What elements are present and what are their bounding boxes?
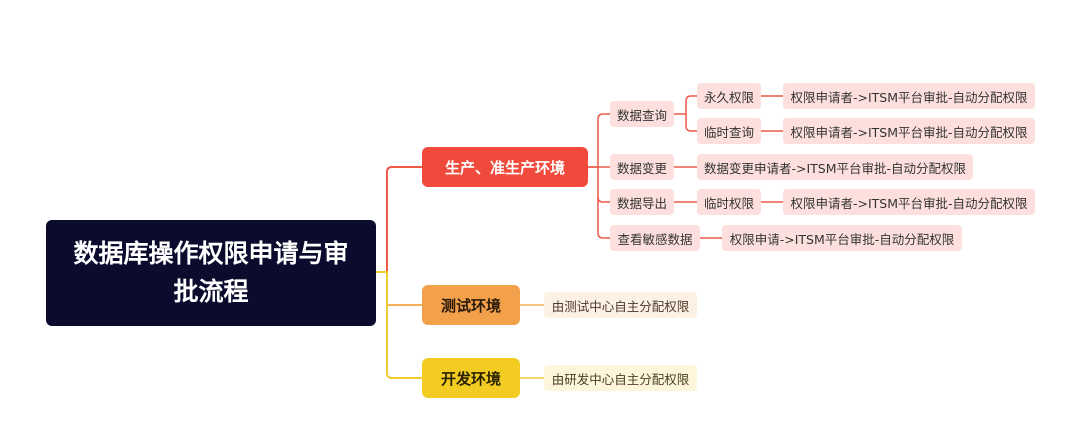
node-data-query[interactable]: 数据查询 (610, 101, 674, 127)
node-view-sensitive-label: 查看敏感数据 (617, 231, 693, 247)
node-export-process-label: 权限申请者->ITSM平台审批-自动分配权限 (790, 195, 1028, 211)
node-data-change-label: 数据变更 (617, 160, 668, 176)
node-permanent-process[interactable]: 权限申请者->ITSM平台审批-自动分配权限 (783, 83, 1035, 109)
branch-dev[interactable]: 开发环境 (422, 358, 520, 398)
node-data-export-label: 数据导出 (617, 195, 668, 211)
root-node[interactable]: 数据库操作权限申请与审批流程 (46, 220, 376, 326)
node-temporary-permission[interactable]: 临时权限 (697, 189, 761, 215)
node-dev-process[interactable]: 由研发中心自主分配权限 (544, 365, 697, 391)
node-test-process-label: 由测试中心自主分配权限 (551, 298, 690, 314)
node-temporary-query-label: 临时查询 (704, 124, 755, 140)
node-data-query-label: 数据查询 (617, 107, 668, 123)
line-query-permanent (674, 95, 697, 115)
node-sensitive-process-label: 权限申请->ITSM平台审批-自动分配权限 (729, 231, 955, 247)
node-data-change-process[interactable]: 数据变更申请者->ITSM平台审批-自动分配权限 (697, 154, 973, 180)
line-prod-sensitive (597, 197, 610, 239)
line-query-temporary (685, 114, 697, 132)
node-temporary-query-process-label: 权限申请者->ITSM平台审批-自动分配权限 (790, 124, 1028, 140)
root-title: 数据库操作权限申请与审批流程 (73, 239, 349, 306)
branch-prod-label: 生产、准生产环境 (444, 158, 565, 177)
line-root-prod (376, 166, 422, 273)
branch-dev-label: 开发环境 (440, 369, 501, 388)
node-data-change[interactable]: 数据变更 (610, 154, 674, 180)
node-temporary-query-process[interactable]: 权限申请者->ITSM平台审批-自动分配权限 (783, 118, 1035, 144)
node-dev-process-label: 由研发中心自主分配权限 (551, 371, 690, 387)
node-temporary-permission-label: 临时权限 (704, 195, 755, 211)
node-permanent-permission-label: 永久权限 (704, 89, 755, 105)
node-permanent-permission[interactable]: 永久权限 (697, 83, 761, 109)
node-sensitive-process[interactable]: 权限申请->ITSM平台审批-自动分配权限 (722, 225, 962, 251)
node-data-export[interactable]: 数据导出 (610, 189, 674, 215)
node-test-process[interactable]: 由测试中心自主分配权限 (544, 292, 697, 318)
branch-test-label: 测试环境 (440, 296, 501, 315)
line-prod-query (588, 113, 610, 168)
node-data-change-process-label: 数据变更申请者->ITSM平台审批-自动分配权限 (703, 160, 967, 176)
node-export-process[interactable]: 权限申请者->ITSM平台审批-自动分配权限 (783, 189, 1035, 215)
line-root-test (376, 271, 422, 306)
node-view-sensitive[interactable]: 查看敏感数据 (610, 225, 700, 251)
line-prod-export (597, 167, 610, 203)
branch-prod[interactable]: 生产、准生产环境 (422, 147, 588, 187)
node-permanent-process-label: 权限申请者->ITSM平台审批-自动分配权限 (790, 89, 1028, 105)
line-root-dev (376, 271, 422, 379)
branch-test[interactable]: 测试环境 (422, 285, 520, 325)
node-temporary-query[interactable]: 临时查询 (697, 118, 761, 144)
